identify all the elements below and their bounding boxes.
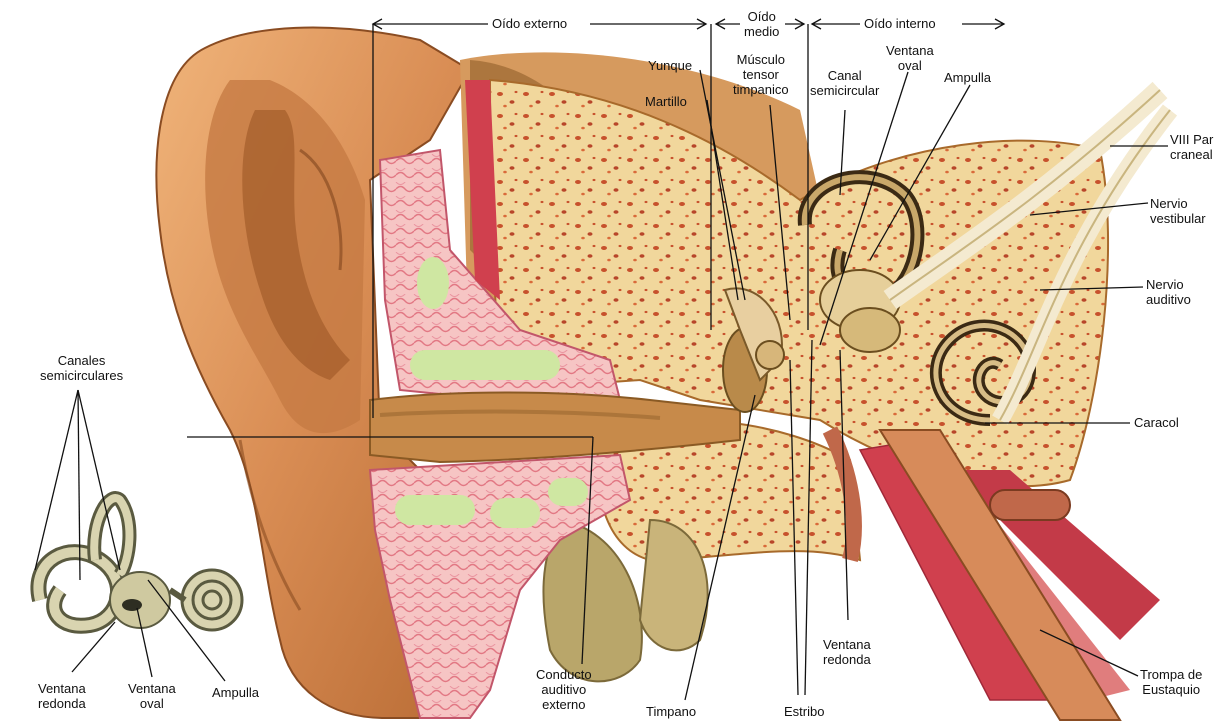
tube-cross-section: [990, 490, 1070, 520]
label-ampulla-top: Ampulla: [944, 70, 991, 85]
inset-labyrinth: [38, 498, 242, 630]
fat-pad-3: [395, 495, 475, 525]
fat-pad-2: [410, 350, 560, 380]
fat-pad-4: [490, 498, 540, 528]
label-estribo: Estribo: [784, 704, 824, 719]
fat-pad-1: [417, 257, 449, 309]
label-yunque: Yunque: [648, 58, 692, 73]
section-outer-ear: Oído externo: [488, 16, 571, 31]
stapes: [756, 341, 784, 369]
label-caracol: Caracol: [1134, 415, 1179, 430]
section-inner-ear: Oído interno: [860, 16, 940, 31]
label-timpano: Timpano: [646, 704, 696, 719]
label-ampulla-small: Ampulla: [212, 685, 259, 700]
ampulla-body: [840, 308, 900, 352]
label-martillo: Martillo: [645, 94, 687, 109]
fat-pad-5: [548, 478, 588, 506]
